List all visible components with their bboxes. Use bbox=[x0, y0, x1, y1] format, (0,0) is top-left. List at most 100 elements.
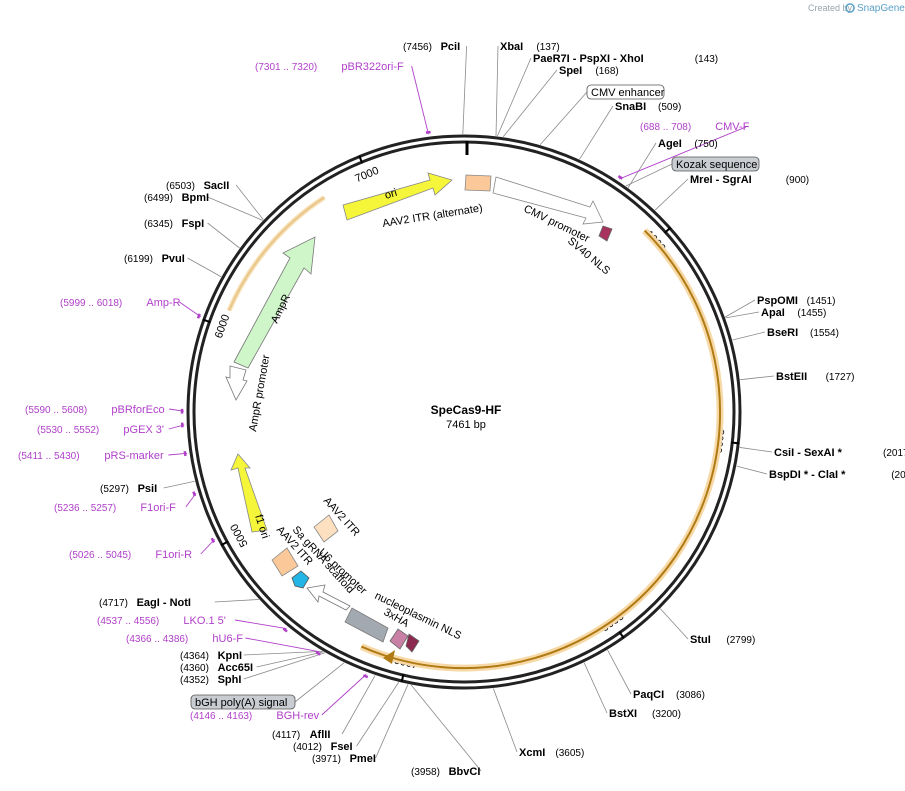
enzyme-site[interactable]: (5297)PsiI bbox=[100, 483, 157, 495]
enzyme-position: (3971) bbox=[312, 754, 341, 765]
ampr-promoter-feature[interactable] bbox=[225, 365, 248, 401]
primer-name: LKO.1 5' bbox=[183, 615, 225, 627]
enzyme-site[interactable]: (2098)BspDI * - ClaI * bbox=[769, 469, 905, 481]
kozak-sequence-label: Kozak sequence bbox=[676, 159, 757, 171]
enzyme-site[interactable]: (3605)XcmI bbox=[519, 747, 584, 759]
enzyme-site[interactable]: (7456)PciI bbox=[403, 41, 460, 53]
enzyme-site[interactable]: (1455) ApaI bbox=[761, 307, 826, 319]
gray-feature[interactable] bbox=[344, 607, 389, 643]
enzyme-site[interactable]: (3971) PmeI bbox=[312, 753, 376, 765]
enzyme-name: PmeI bbox=[350, 753, 376, 765]
credit-prefix: Created by bbox=[808, 3, 853, 13]
enzyme-site[interactable]: (137)XbaI bbox=[500, 41, 560, 53]
enzyme-site[interactable]: (4352)SphI bbox=[180, 674, 241, 686]
enzyme-position: (1455) bbox=[797, 308, 826, 319]
enzyme-site[interactable]: (900)MreI - SgrAI bbox=[690, 174, 809, 186]
primer-position: (4146 .. 4163) bbox=[190, 711, 252, 722]
sv40-nls-feature[interactable] bbox=[598, 225, 613, 242]
enzyme-position: (509) bbox=[658, 102, 681, 113]
primer-mark bbox=[183, 451, 187, 457]
enzyme-name: KpnI bbox=[218, 650, 242, 662]
enzyme-leader bbox=[579, 105, 614, 160]
primer-name: Amp-R bbox=[146, 297, 180, 309]
leader-lines bbox=[163, 45, 775, 772]
sa-grna-scaffold-feature[interactable] bbox=[291, 570, 310, 589]
aav2-itr-2-feature[interactable] bbox=[271, 547, 299, 577]
site-labels: (7456)PciI (137)XbaI(143)PaeR7I - PspXI -… bbox=[18, 41, 905, 778]
plasmid-name: SpeCas9-HF bbox=[431, 403, 502, 417]
credit-brand: SnapGene bbox=[857, 3, 905, 14]
primer-site[interactable]: (4366 .. 4386)hU6-F bbox=[126, 633, 243, 645]
enzyme-leader bbox=[356, 682, 400, 747]
primer-site[interactable]: (5590 .. 5608)pBRforEco bbox=[25, 404, 165, 416]
enzyme-name: BstXI bbox=[609, 708, 637, 720]
enzyme-site[interactable]: (750)AgeI bbox=[658, 138, 718, 150]
primer-position: (5590 .. 5608) bbox=[25, 405, 87, 416]
enzyme-position: (750) bbox=[694, 139, 717, 150]
primer-name: pGEX 3' bbox=[123, 424, 164, 436]
aav2-itr-1-feature[interactable] bbox=[313, 514, 339, 543]
primer-position: (4366 .. 4386) bbox=[126, 634, 188, 645]
primer-site[interactable]: (5236 .. 5257)F1ori-F bbox=[54, 502, 176, 514]
enzyme-leader bbox=[492, 688, 518, 753]
enzyme-site[interactable]: (6503)SacII bbox=[166, 180, 229, 192]
enzyme-site[interactable]: (4364) KpnI bbox=[180, 650, 242, 662]
enzyme-site[interactable]: (6345)FspI bbox=[144, 218, 204, 230]
nucleoplasmin-nls-feature[interactable] bbox=[405, 633, 420, 653]
primer-site[interactable]: (7301 .. 7320)pBR322ori-F bbox=[255, 61, 404, 73]
enzyme-site[interactable]: (3958)BbvCI bbox=[411, 766, 480, 778]
primer-site[interactable]: (4537 .. 4556)LKO.1 5' bbox=[97, 615, 226, 627]
primer-mark bbox=[196, 313, 201, 319]
enzyme-name: BpmI bbox=[182, 192, 210, 204]
enzyme-site[interactable]: (4360)Acc65I bbox=[180, 662, 253, 674]
enzyme-position: (6503) bbox=[166, 181, 195, 192]
ampr-promoter-label: AmpR promoter bbox=[247, 354, 272, 433]
ori-feature[interactable] bbox=[342, 172, 453, 221]
cmv-promoter-feature[interactable] bbox=[492, 176, 604, 225]
enzyme-name: SphI bbox=[218, 674, 242, 686]
primer-site[interactable]: (5411 .. 5430)pRS-marker bbox=[18, 450, 164, 462]
enzyme-leader bbox=[187, 257, 222, 278]
primer-position: (5026 .. 5045) bbox=[69, 550, 131, 561]
enzyme-name: ApaI bbox=[761, 307, 785, 319]
enzyme-site[interactable]: (4012)FseI bbox=[293, 741, 353, 753]
ampr-feature[interactable] bbox=[233, 236, 316, 369]
bgh-polya-box[interactable]: bGH poly(A) signal bbox=[190, 694, 296, 710]
primer-site[interactable]: (4146 .. 4163)BGH-rev bbox=[190, 710, 320, 722]
enzyme-leader bbox=[235, 184, 264, 220]
3xha-feature[interactable] bbox=[389, 628, 409, 650]
aav2-itr-alternate-feature[interactable] bbox=[464, 174, 492, 192]
primer-site[interactable]: (5026 .. 5045)F1ori-R bbox=[69, 549, 192, 561]
enzyme-site[interactable]: (2017)CsiI - SexAI * bbox=[774, 447, 905, 459]
scale-tick bbox=[400, 673, 405, 683]
enzyme-site[interactable]: (2799)StuI bbox=[690, 634, 755, 646]
enzyme-name: XcmI bbox=[519, 747, 545, 759]
primer-site[interactable]: (5999 .. 6018)Amp-R bbox=[60, 297, 181, 309]
enzyme-name: PspOMI bbox=[757, 295, 798, 307]
enzyme-site[interactable]: (6199)PvuI bbox=[124, 253, 185, 265]
primer-site[interactable]: (688 .. 708)CMV-F bbox=[640, 121, 750, 133]
enzyme-leader bbox=[410, 684, 482, 772]
kozak-sequence-box[interactable]: Kozak sequence bbox=[671, 156, 760, 172]
f1-ori-feature[interactable] bbox=[230, 453, 268, 533]
cmv-enhancer-box[interactable]: CMV enhancer bbox=[586, 84, 665, 100]
enzyme-site[interactable]: (3086)PaqCI bbox=[633, 689, 705, 701]
enzyme-site[interactable]: (4117)AflII bbox=[272, 729, 330, 741]
enzyme-site[interactable]: (4717)EagI - NotI bbox=[99, 597, 191, 609]
enzyme-site[interactable]: (168)SpeI bbox=[559, 65, 619, 77]
enzyme-site[interactable]: (1727)BstEII bbox=[776, 371, 855, 383]
enzyme-site[interactable]: (1554)BseRI bbox=[767, 327, 839, 339]
enzyme-name: AflII bbox=[310, 729, 331, 741]
enzyme-position: (4012) bbox=[293, 742, 322, 753]
backbone-outer bbox=[186, 134, 742, 690]
enzyme-position: (4360) bbox=[180, 663, 209, 674]
enzyme-position: (4364) bbox=[180, 651, 209, 662]
enzyme-site[interactable]: (3200)BstXI bbox=[609, 708, 681, 720]
enzyme-site[interactable]: (509)SnaBI bbox=[615, 101, 681, 113]
enzyme-site[interactable]: (143)PaeR7I - PspXI - XhoI bbox=[533, 53, 718, 65]
enzyme-site[interactable]: (1451)PspOMI bbox=[757, 295, 836, 307]
u6-promoter-feature[interactable] bbox=[306, 584, 351, 611]
primer-site[interactable]: (5530 .. 5552)pGEX 3' bbox=[37, 424, 164, 436]
enzyme-name: BstEII bbox=[776, 371, 807, 383]
enzyme-site[interactable]: (6499)BpmI bbox=[144, 192, 209, 204]
